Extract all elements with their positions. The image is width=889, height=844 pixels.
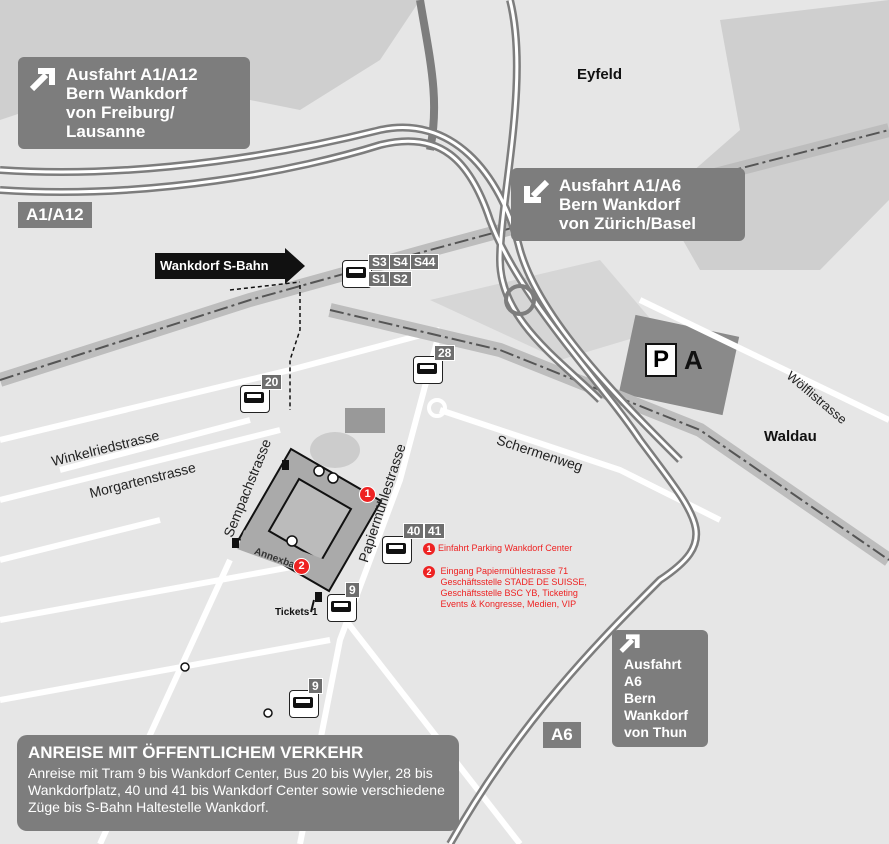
exit-a1a6-sign: Ausfahrt A1/A6 Bern Wankdorf von Zürich/… [511,168,745,241]
exit-a1a12-sign: Ausfahrt A1/A12 Bern Wankdorf von Freibu… [18,57,250,149]
line-badge: 40 [403,523,425,539]
arrow-up-right-icon [29,68,55,92]
sbahn-label: Wankdorf S-Bahn [160,258,269,273]
parking-icon: P [645,343,677,377]
exit-line: Ausfahrt A1/A12 [66,65,198,84]
tram-stop-icon [327,594,357,622]
line-badge: 9 [308,678,323,694]
train-stop-icon [342,260,372,288]
line-badge: 41 [424,523,446,539]
sbahn-arrow-label: Wankdorf S-Bahn [155,248,305,284]
legend-line: Events & Kongresse, Medien, VIP [440,599,577,609]
legend-number: 1 [423,543,435,555]
arrow-right-icon [285,248,305,284]
exit-line: Lausanne [66,122,146,141]
exit-a6-sign: Ausfahrt A6 Bern Wankdorf von Thun [612,630,708,747]
tickets-label: Tickets 1 [275,607,318,618]
info-text: Anreise mit Tram 9 bis Wankdorf Center, … [28,765,445,815]
legend-number: 2 [423,566,435,578]
highway-a1a12-label: A1/A12 [18,202,92,228]
line-badge: 20 [261,374,283,390]
line-badge: 28 [434,345,456,361]
info-title: ANREISE MIT ÖFFENTLICHEM VERKEHR [28,743,364,762]
arrow-down-left-icon [524,179,550,203]
line-badge: S2 [389,271,412,287]
line-badge: 9 [345,582,360,598]
parking-label: A [684,345,703,375]
tram-stop-icon [289,690,319,718]
exit-line: Ausfahrt A1/A6 [559,176,682,195]
highway-a6-label: A6 [543,722,581,748]
legend-line: Geschäftsstelle BSC YB, Ticketing [440,588,578,598]
legend-line: Geschäftsstelle STADE DE SUISSE, [440,577,587,587]
public-transport-info: ANREISE MIT ÖFFENTLICHEM VERKEHR Anreise… [17,735,459,831]
marker-1: 1 [359,486,376,503]
line-badge: S4 [389,254,412,270]
exit-line: Bern Wankdorf [624,690,689,723]
place-waldau: Waldau [764,428,817,445]
exit-line: von Zürich/Basel [559,214,696,233]
exit-line: von Freiburg/ [66,103,175,122]
arrow-up-right-icon [619,634,640,653]
line-badge: S3 [368,254,391,270]
bus-stop-icon [413,356,443,384]
legend-text: Einfahrt Parking Wankdorf Center [438,543,573,553]
exit-line: von Thun [624,724,687,740]
line-badge: S44 [410,254,440,270]
exit-line: Ausfahrt A6 [624,656,682,689]
bus-stop-icon [382,536,412,564]
marker-2: 2 [293,558,310,575]
legend-line: Eingang Papiermühlestrasse 71 [440,566,569,576]
exit-line: Bern Wankdorf [66,84,188,103]
legend-item-2: 2 Eingang Papiermühlestrasse 71 Geschäft… [423,566,587,610]
legend-text: Eingang Papiermühlestrasse 71 Geschäftss… [441,566,587,610]
line-badge: S1 [368,271,391,287]
exit-line: Bern Wankdorf [559,195,681,214]
place-eyfeld: Eyfeld [577,66,623,83]
